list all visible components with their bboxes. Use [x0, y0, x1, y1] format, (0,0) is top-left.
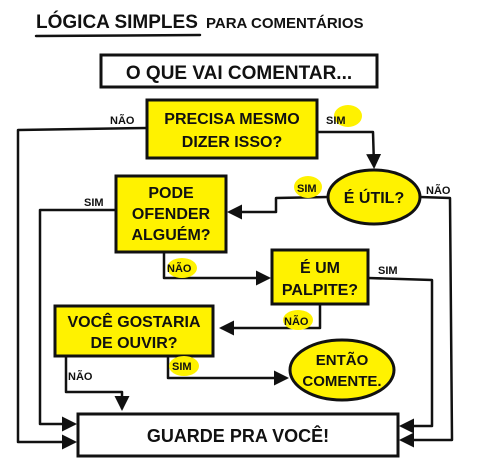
result-keep-box	[76, 412, 400, 458]
label-q1-no: NÃO	[110, 114, 135, 127]
edge-q4-yes	[366, 276, 434, 434]
q1-text-line2: DIZER ISSO?	[182, 134, 282, 151]
label-q5-yes: SIM	[172, 361, 192, 373]
label-q3-yes: SIM	[84, 197, 104, 209]
tag-q5-yes	[169, 356, 199, 376]
result-comment-line1: ENTÃO	[316, 351, 369, 369]
edge-q5-no	[64, 354, 130, 411]
edge-q3-yes	[38, 208, 118, 432]
result-comment-line2: COMENTE.	[302, 373, 381, 390]
edge-q1-no	[16, 126, 149, 450]
q3-text-line3: ALGUÉM?	[131, 225, 210, 244]
q4-text-line1: É UM	[300, 258, 340, 277]
label-q4-no: NÃO	[284, 315, 309, 328]
q2-text: É ÚTIL?	[344, 188, 404, 207]
q3-text-line1: PODE	[148, 185, 194, 202]
title-underline	[34, 33, 202, 38]
label-q4-yes: SIM	[378, 265, 398, 277]
edge-q5-yes	[166, 354, 289, 386]
result-comment-ellipse	[288, 338, 396, 402]
tag-q4-no	[283, 310, 313, 330]
q5-text-line1: VOCÊ GOSTARIA	[67, 312, 200, 331]
q3-box	[114, 174, 228, 254]
q1-text-line1: PRECISA MESMO	[164, 111, 299, 128]
q4-text-line2: PALPITE?	[282, 282, 358, 299]
start-text: O QUE VAI COMENTAR...	[126, 63, 352, 84]
edge-q1-yes	[315, 130, 382, 169]
edge-q2-no	[399, 195, 454, 448]
label-q1-yes: SIM	[326, 115, 346, 127]
q5-text-line2: DE OUVIR?	[90, 335, 177, 352]
q3-text-line2: OFENDER	[132, 206, 211, 223]
label-q2-no: NÃO	[426, 184, 451, 197]
edge-q2-yes	[227, 195, 330, 220]
edge-q4-no	[219, 302, 322, 336]
start-box	[99, 53, 379, 89]
label-q5-no: NÃO	[68, 370, 93, 383]
q5-box	[53, 304, 215, 358]
label-q2-yes: SIM	[297, 183, 317, 195]
title-main: LÓGICA SIMPLES	[36, 11, 198, 33]
edge-q3-no	[162, 250, 271, 286]
q1-box	[145, 98, 319, 160]
label-q3-no: NÃO	[167, 262, 192, 275]
title-sub: PARA COMENTÁRIOS	[206, 15, 364, 32]
tag-q3-no	[167, 258, 197, 278]
tag-q1-yes	[334, 105, 362, 127]
tag-q2-yes	[294, 176, 322, 198]
result-keep-text: GUARDE PRA VOCÊ!	[147, 425, 329, 446]
